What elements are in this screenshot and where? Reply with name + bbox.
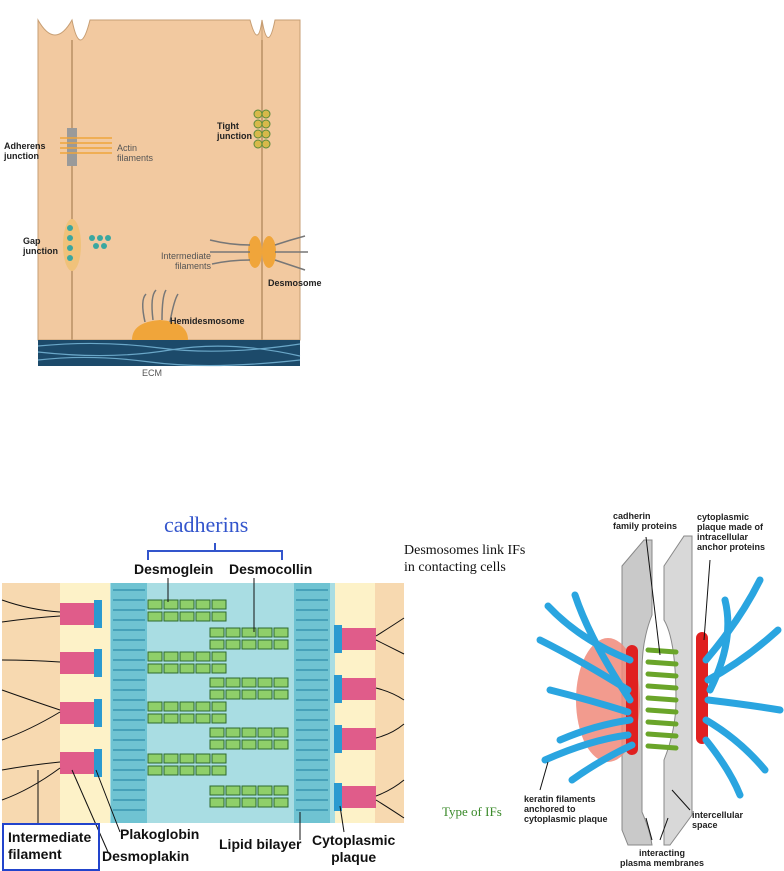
keratin-filaments-label: keratin filaments anchored to cytoplasmi… <box>524 794 608 824</box>
plakoglobin-label: Plakoglobin <box>120 826 200 842</box>
desmosome-shape <box>209 235 308 271</box>
right-plaque-red <box>696 632 708 744</box>
desmoglein-label: Desmoglein <box>134 561 214 577</box>
interacting-membranes-label: interacting plasma membranes <box>620 848 705 868</box>
lipid-bilayer-label: Lipid bilayer <box>219 836 302 852</box>
cadherin-family-label: cadherin family proteins <box>613 511 678 531</box>
adherens-junction-shape <box>67 128 77 166</box>
types-of-ifs-caption: Type of IFs <box>442 804 502 819</box>
label-gap-junction: Gap junction <box>23 236 58 256</box>
intermediate-filament-label: Intermediate filament <box>2 823 100 871</box>
cytoplasmic-plaque-label: Cytoplasmic plaque <box>312 832 396 865</box>
desmosomes-caption: Desmosomes link IFs in contacting cells <box>404 543 526 575</box>
hemidesmosome-shape <box>132 320 188 340</box>
tight-junction-shape <box>253 109 271 149</box>
label-intermediate-filaments: Intermediate filaments <box>161 251 212 271</box>
label-hemidesmosome: Hemidesmosome <box>170 316 245 326</box>
label-adherens-junction: Adherens junction <box>4 141 46 161</box>
epithelial-cells <box>37 18 263 341</box>
ecm-band <box>38 340 300 366</box>
right-membrane <box>663 535 693 846</box>
label-desmosome: Desmosome <box>268 278 322 288</box>
cadherins-label: cadherins <box>164 512 249 537</box>
label-ecm: ECM <box>142 368 162 378</box>
label-tight-junction: Tight junction <box>217 121 252 141</box>
cytoplasmic-plaque-anchor-label: cytoplasmic plaque made of intracellular… <box>697 512 766 552</box>
label-actin-filaments: Actin filaments <box>117 143 154 163</box>
desmoplakin-label: Desmoplakin <box>102 848 190 864</box>
intercellular-space-label: intercellular space <box>692 810 744 830</box>
desmocollin-label: Desmocollin <box>229 561 313 577</box>
cell-junction-art <box>37 18 308 367</box>
